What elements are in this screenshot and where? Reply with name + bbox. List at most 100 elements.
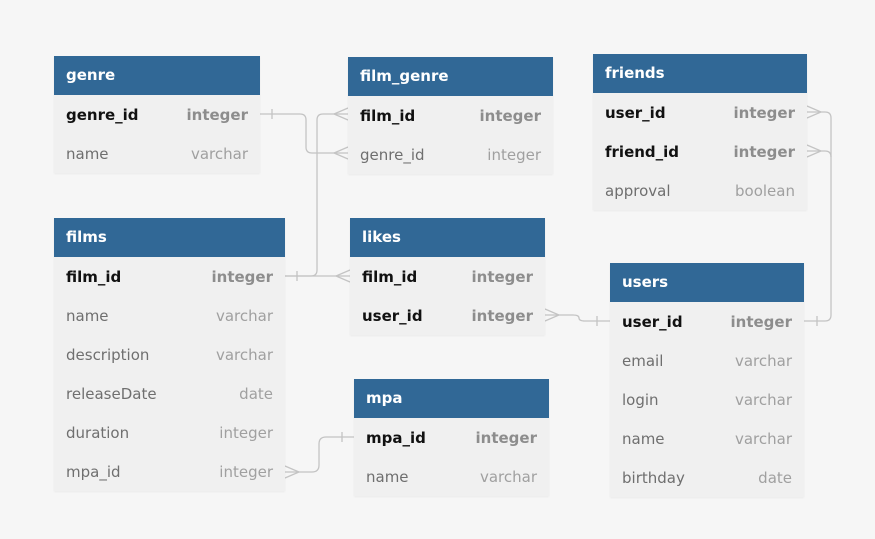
column-name: film_id: [66, 267, 122, 286]
column-name: film_id: [360, 106, 416, 125]
table-row[interactable]: genre_id integer: [348, 135, 553, 174]
connector-likes-many-mark: [334, 269, 351, 283]
table-title: friends: [593, 54, 807, 93]
column-type: integer: [733, 142, 795, 161]
table-row[interactable]: friend_id integer: [593, 132, 807, 171]
column-name: film_id: [362, 267, 418, 286]
table-row[interactable]: approval boolean: [593, 171, 807, 210]
table-row[interactable]: name varchar: [54, 296, 285, 335]
column-type: integer: [211, 267, 273, 286]
column-type: integer: [219, 423, 273, 442]
column-type: integer: [219, 462, 273, 481]
column-name: name: [622, 429, 665, 448]
column-type: varchar: [215, 345, 273, 364]
column-name: name: [66, 144, 109, 163]
connector-films-mpa-many-mark: [284, 465, 301, 479]
table-mpa[interactable]: mpa mpa_id integer name varchar: [354, 379, 549, 496]
column-name: genre_id: [66, 105, 139, 124]
column-type: integer: [471, 267, 533, 286]
table-row[interactable]: mpa_id integer: [354, 418, 549, 457]
table-title: users: [610, 263, 804, 302]
table-row[interactable]: mpa_id integer: [54, 452, 285, 491]
column-name: birthday: [622, 468, 685, 487]
table-row[interactable]: birthday date: [610, 458, 804, 497]
table-row[interactable]: user_id integer: [610, 302, 804, 341]
column-type: integer: [733, 103, 795, 122]
column-name: duration: [66, 423, 130, 442]
table-row[interactable]: film_id integer: [348, 96, 553, 135]
column-name: description: [66, 345, 150, 364]
table-rows: mpa_id integer name varchar: [354, 418, 549, 496]
column-name: mpa_id: [366, 428, 426, 447]
table-row[interactable]: user_id integer: [593, 93, 807, 132]
table-row[interactable]: name varchar: [54, 134, 260, 173]
column-name: releaseDate: [66, 384, 157, 403]
table-row[interactable]: film_id integer: [350, 257, 545, 296]
column-type: integer: [471, 306, 533, 325]
column-type: integer: [487, 145, 541, 164]
connector-users-friends: [804, 111, 832, 322]
connector-film-genre-many-mark: [332, 146, 349, 160]
table-title: films: [54, 218, 285, 257]
connector-likes-users: [545, 314, 610, 322]
column-type: integer: [475, 428, 537, 447]
column-name: name: [366, 467, 409, 486]
table-row[interactable]: name varchar: [610, 419, 804, 458]
column-name: user_id: [622, 312, 683, 331]
table-rows: genre_id integer name varchar: [54, 95, 260, 173]
column-name: genre_id: [360, 145, 425, 164]
connector-users-friend-id: [807, 150, 832, 158]
column-name: name: [66, 306, 109, 325]
table-row[interactable]: email varchar: [610, 341, 804, 380]
table-row[interactable]: name varchar: [354, 457, 549, 496]
connector-likes-user-many-mark: [544, 308, 561, 322]
connector-genre-film-genre: [260, 113, 348, 154]
column-name: friend_id: [605, 142, 680, 161]
column-type: varchar: [190, 144, 248, 163]
table-title: mpa: [354, 379, 549, 418]
connector-friends-friend-many-mark: [806, 144, 823, 158]
column-type: varchar: [734, 390, 792, 409]
column-type: varchar: [734, 351, 792, 370]
column-type: varchar: [215, 306, 273, 325]
table-users[interactable]: users user_id integer email varchar login var…: [610, 263, 804, 497]
column-name: email: [622, 351, 664, 370]
table-row[interactable]: user_id integer: [350, 296, 545, 335]
table-row[interactable]: login varchar: [610, 380, 804, 419]
column-type: date: [239, 384, 273, 403]
connector-films-mpa: [285, 436, 354, 473]
column-type: boolean: [735, 181, 795, 200]
column-type: integer: [479, 106, 541, 125]
column-name: login: [622, 390, 659, 409]
connector-films-film-genre: [285, 113, 348, 277]
table-title: genre: [54, 56, 260, 95]
column-name: approval: [605, 181, 671, 200]
column-type: integer: [186, 105, 248, 124]
table-genre[interactable]: genre genre_id integer name varchar: [54, 56, 260, 173]
column-name: user_id: [362, 306, 423, 325]
connector-friends-user-many-mark: [806, 105, 823, 119]
table-row[interactable]: duration integer: [54, 413, 285, 452]
table-row[interactable]: film_id integer: [54, 257, 285, 296]
column-type: integer: [730, 312, 792, 331]
table-title: likes: [350, 218, 545, 257]
table-row[interactable]: genre_id integer: [54, 95, 260, 134]
column-type: varchar: [479, 467, 537, 486]
column-type: date: [758, 468, 792, 487]
column-name: user_id: [605, 103, 666, 122]
table-title: film_genre: [348, 57, 553, 96]
connector-film-genre-film-many-mark: [332, 107, 349, 121]
table-row[interactable]: releaseDate date: [54, 374, 285, 413]
column-type: varchar: [734, 429, 792, 448]
column-name: mpa_id: [66, 462, 121, 481]
table-row[interactable]: description varchar: [54, 335, 285, 374]
